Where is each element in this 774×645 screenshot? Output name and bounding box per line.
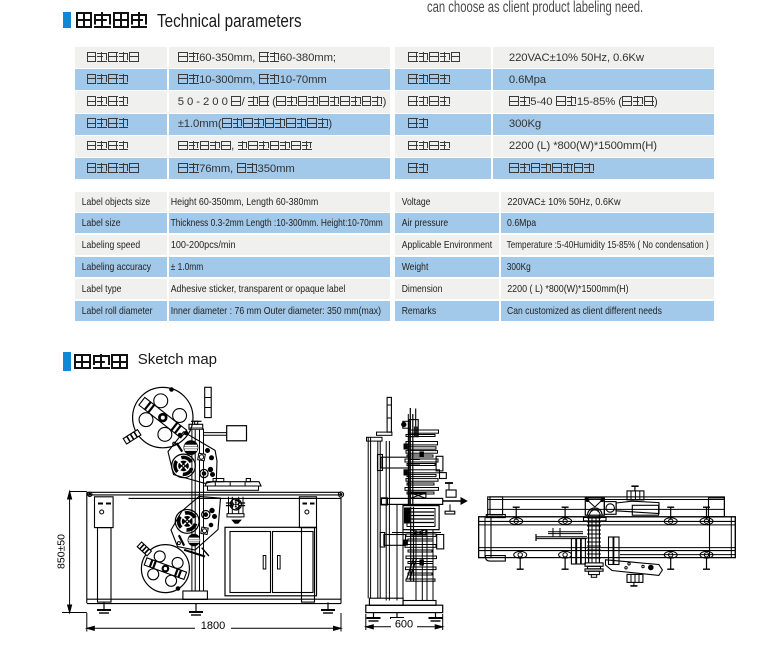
svg-text:850±50: 850±50 [56,534,68,569]
svg-text:1800: 1800 [201,620,225,632]
svg-text:600: 600 [395,619,413,631]
